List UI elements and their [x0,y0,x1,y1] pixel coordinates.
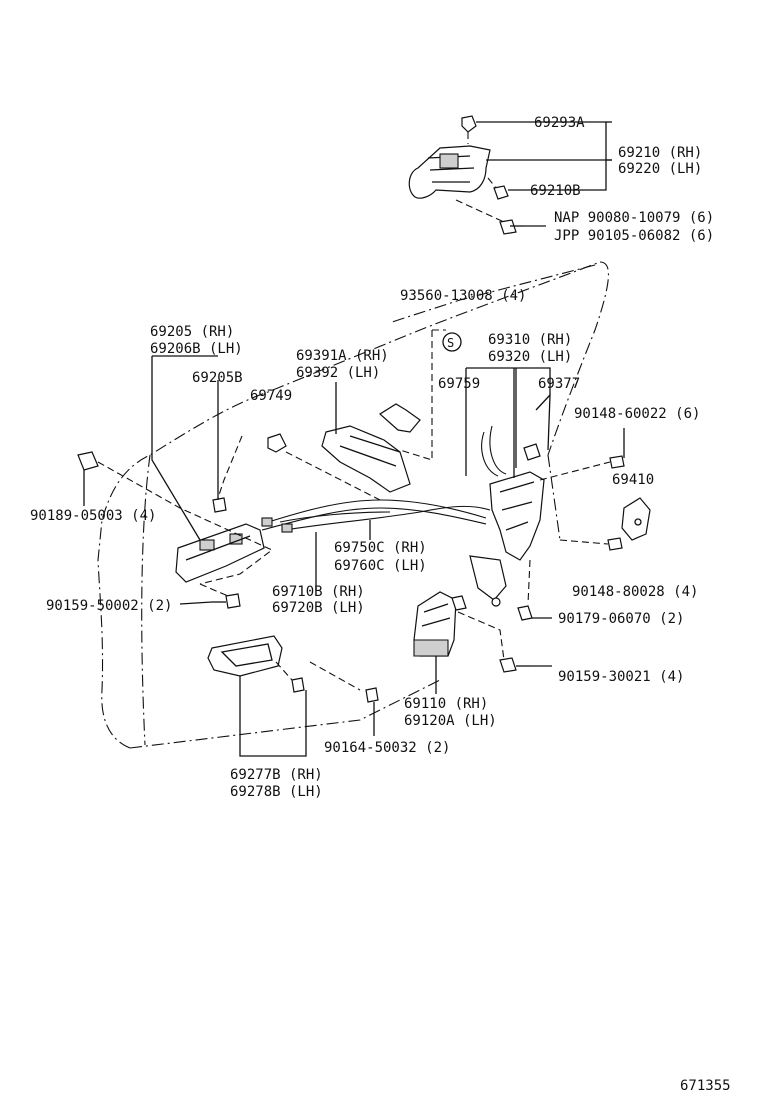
clip-69749-icon [267,433,287,453]
screw-69205B-icon [212,497,227,513]
label-90148a: 90148-60022 (6) [574,406,700,422]
lock-remote-control-icon [321,403,421,493]
door-panel-outline [97,261,609,749]
label-nap: NAP 90080-10079 (6) [554,210,714,226]
label-69277B: 69277B (RH) [230,767,323,783]
label-69110: 69110 (RH) [404,696,488,712]
screw-90159b-icon [499,657,530,673]
inside-handle-icon [175,523,265,583]
outside-handle-icon [408,145,491,199]
label-69377: 69377 [538,376,580,392]
label-69205B: 69205B [192,370,243,386]
screw-90159a-icon [212,593,241,609]
label-69120A: 69120A (LH) [404,713,497,729]
label-69205: 69205 (RH) [150,324,234,340]
diagram-id: 671355 [680,1078,731,1094]
label-jpp: JPP 90105-06082 (6) [554,228,714,244]
label-69750C: 69750C (RH) [334,540,427,556]
assembly-lines [97,132,611,691]
label-90189: 90189-05003 (4) [30,508,156,524]
label-69391A: 69391A (RH) [296,348,389,364]
label-69720B: 69720B (LH) [272,600,365,616]
sealant-mark-icon [442,332,462,352]
bezel-icon [207,635,283,677]
label-90148b: 90148-80028 (4) [572,584,698,600]
label-69210B: 69210B [530,183,581,199]
label-69220: 69220 (LH) [618,161,702,177]
lock-actuator-icon [413,591,467,657]
screw-90148a-icon [609,455,625,469]
door-lock-assembly-icon [469,425,545,601]
label-69320: 69320 (LH) [488,349,572,365]
label-93560: 93560-13008 (4) [400,288,526,304]
label-69710B: 69710B (RH) [272,584,365,600]
sealant-mark: S [447,336,454,350]
label-90164: 90164-50032 (2) [324,740,450,756]
label-90159a: 90159-50002 (2) [46,598,172,614]
label-69293A: 69293A [534,115,585,131]
label-69206B: 69206B (LH) [150,341,243,357]
label-69210: 69210 (RH) [618,145,702,161]
remote-control-cables [261,499,491,533]
label-69310: 69310 (RH) [488,332,572,348]
label-69759: 69759 [438,376,480,392]
screw-nap-icon [499,219,524,235]
clip-bezel-icon [291,677,305,693]
label-69392: 69392 (LH) [296,365,380,381]
clip-90189-icon [77,451,99,471]
label-69749: 69749 [250,388,292,404]
label-69410: 69410 [612,472,654,488]
nut-90179-icon [491,597,533,621]
label-69760C: 69760C (LH) [334,558,427,574]
leader-lines [83,121,625,757]
label-90159b: 90159-30021 (4) [558,669,684,685]
label-90179: 90179-06070 (2) [558,611,684,627]
label-69278B: 69278B (LH) [230,784,323,800]
screw-90148b-icon [607,537,623,551]
bracket-69410-icon [621,497,651,541]
clip-69293A-icon [461,115,477,133]
screw-90164-icon [365,687,379,703]
bolt-69210B-icon [493,185,509,200]
